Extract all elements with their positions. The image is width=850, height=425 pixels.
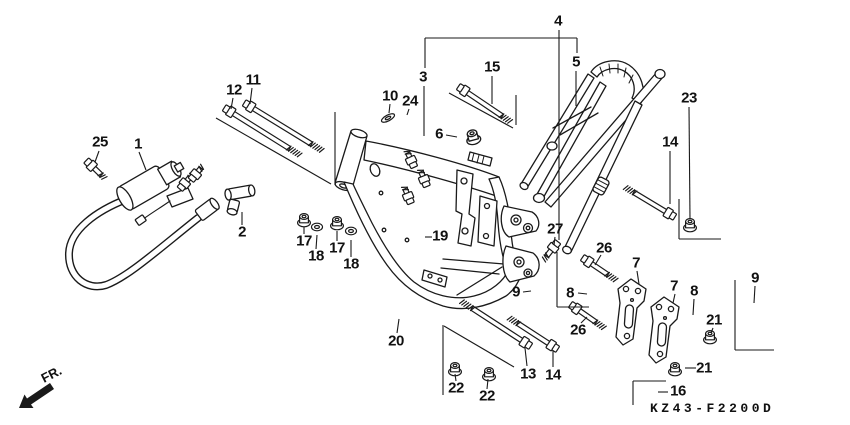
bolt-icon (400, 186, 415, 206)
part-callout-26: 26 (570, 321, 586, 339)
part-callout-11: 11 (245, 71, 261, 89)
bolt-icon (83, 157, 108, 180)
part-callout-13: 13 (520, 365, 536, 383)
part-callout-1: 1 (134, 135, 142, 153)
part-callout-8: 8 (566, 284, 574, 302)
bolt-icon (403, 150, 418, 170)
fr-label: FR. (39, 363, 64, 386)
part-callout-8: 8 (690, 282, 698, 300)
part-callout-12: 12 (226, 81, 242, 99)
part-callout-18: 18 (343, 255, 359, 273)
part-callout-22: 22 (448, 379, 464, 397)
nut-icon (481, 366, 497, 382)
part-callout-15: 15 (484, 58, 500, 76)
bolt-icon (541, 239, 561, 263)
bolt-icon (222, 104, 303, 158)
part-callout-14: 14 (545, 366, 561, 384)
nut-icon (682, 217, 698, 233)
main-frame-illustration (334, 128, 540, 310)
part-callout-20: 20 (388, 332, 404, 350)
bolt-icon (187, 163, 205, 183)
fr-direction-arrow: FR. (19, 363, 64, 408)
bolt-icon (242, 99, 325, 153)
nut-icon (447, 361, 463, 377)
part-callout-10: 10 (382, 87, 398, 105)
part-callout-21: 21 (706, 311, 722, 329)
nut-icon (667, 361, 683, 377)
part-callout-26: 26 (596, 239, 612, 257)
part-callout-7: 7 (670, 277, 678, 295)
bolt-icon (622, 185, 677, 221)
mount-collar-illustration (224, 184, 256, 216)
part-callout-5: 5 (572, 53, 580, 71)
bolt-icon (456, 83, 514, 124)
washer-icon (380, 113, 396, 123)
part-callout-18: 18 (308, 247, 324, 265)
nut-icon (702, 329, 718, 345)
bolt-icon (580, 254, 619, 283)
part-callout-17: 17 (329, 239, 345, 257)
bolt-icon (568, 301, 607, 331)
part-callout-9: 9 (751, 269, 759, 287)
nut-icon (296, 212, 312, 228)
nut-icon (466, 129, 482, 146)
bolt-icon (416, 169, 431, 189)
part-callout-24: 24 (402, 92, 418, 110)
part-callout-3: 3 (419, 68, 427, 86)
leader-lines (94, 30, 774, 405)
bolt-icon (458, 299, 533, 350)
part-callout-22: 22 (479, 387, 495, 405)
part-callout-9: 9 (512, 283, 520, 301)
part-callout-16: 16 (670, 382, 686, 400)
bolt-icon (506, 315, 560, 353)
part-callout-27: 27 (547, 220, 563, 238)
subframe-illustration (519, 60, 666, 255)
part-callout-23: 23 (681, 89, 697, 107)
part-callout-6: 6 (435, 125, 443, 143)
part-callout-7: 7 (632, 254, 640, 272)
diagram-code: KZ43-F2200D (650, 401, 775, 416)
part-callout-4: 4 (554, 12, 562, 30)
part-callout-17: 17 (296, 232, 312, 250)
washer-icon (310, 222, 324, 232)
part-callout-2: 2 (238, 223, 246, 241)
nut-icon (329, 215, 345, 231)
part-callout-14: 14 (662, 133, 678, 151)
washer-icon (344, 226, 358, 236)
part-callout-21: 21 (696, 359, 712, 377)
ignition-coil-illustration (65, 160, 220, 291)
part-callout-25: 25 (92, 133, 108, 151)
part-callout-19: 19 (432, 227, 448, 245)
